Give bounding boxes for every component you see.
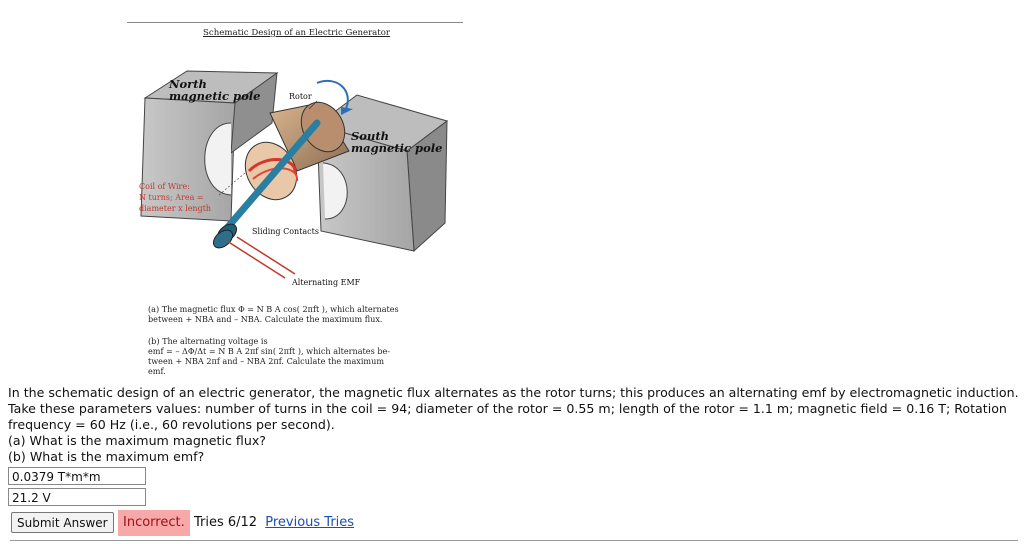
status-badge: Incorrect. [118,510,190,536]
north-pole-label-line: North [169,77,207,91]
south-pole-magnet [315,94,449,253]
note-b-line: (b) The alternating voltage is [148,336,268,346]
tries-info: Tries 6/12 Previous Tries [194,515,354,530]
note-a-line: (a) The magnetic flux Φ = N B A cos( 2πf… [148,304,399,314]
divider [10,540,1018,541]
emf-lead-2 [236,236,296,275]
south-pole-label-line: South [351,129,390,143]
generator-figure: Schematic Design of an Electric Generato… [127,22,463,378]
note-b-line: emf. [148,366,166,376]
generator-illustration [140,70,449,279]
question-part-b: (b) What is the maximum emf? [8,449,205,464]
coil-label-line: N turns; Area = [139,193,204,202]
note-b-line: emf = – ΔΦ/Δt = N B A 2πf sin( 2πft ), w… [148,346,391,356]
alternating-emf-label: Alternating EMF [292,278,361,287]
coil-pointer [218,172,246,196]
coil-label-line: diameter x length [139,204,212,213]
note-b-line: tween + NBA 2πf and – NBA 2πf. Calculate… [148,356,384,366]
answer-a-field[interactable]: 0.0379 T*m*m [8,467,146,485]
south-pole-label: South magnetic pole [351,130,442,154]
coil-label: Coil of Wire: N turns; Area = diameter x… [139,181,211,214]
north-pole-label: North magnetic pole [169,78,260,102]
south-pole-label-line: magnetic pole [351,141,443,155]
figure-title: Schematic Design of an Electric Generato… [203,28,391,38]
rotor-pointer [308,100,318,110]
submit-answer-button[interactable]: Submit Answer [11,512,114,533]
question-paragraph: In the schematic design of an electric g… [8,385,1019,432]
note-a-line: between + NBA and – NBA. Calculate the m… [148,314,383,324]
coil-label-line: Coil of Wire: [139,182,190,191]
tries-count: Tries 6/12 [194,515,258,530]
sliding-contacts-label: Sliding Contacts [252,227,319,236]
figure-note-a: (a) The magnetic flux Φ = N B A cos( 2πf… [148,304,399,324]
emf-lead-1 [226,240,286,279]
north-pole-magnet [140,70,279,222]
north-pole-label-line: magnetic pole [169,89,261,103]
rotation-arrow [316,80,353,115]
rotor-label: Rotor [289,92,312,101]
question-text: In the schematic design of an electric g… [8,385,1020,465]
question-part-a: (a) What is the maximum magnetic flux? [8,433,266,448]
previous-tries-link[interactable]: Previous Tries [265,515,355,530]
answer-b-field[interactable]: 21.2 V [8,488,146,506]
rotor-shaft [212,119,321,249]
figure-note-b: (b) The alternating voltage is emf = – Δ… [148,336,390,376]
